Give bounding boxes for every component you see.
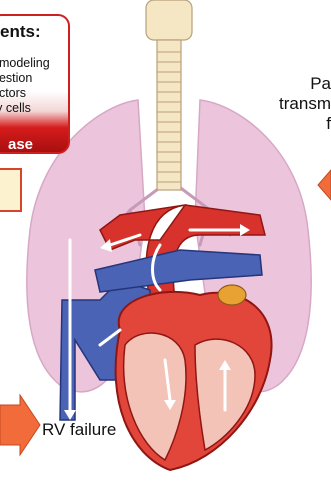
panel-badge: ase — [8, 136, 33, 153]
cause-list-panel: ents: emodeling gestion actors ry cells … — [0, 14, 70, 154]
right-annotation-line: transm — [251, 94, 331, 114]
trachea — [146, 0, 192, 190]
cause-item: emodeling — [0, 56, 50, 71]
right-orange-arrow — [318, 170, 331, 200]
right-annotation-line: f — [251, 114, 331, 134]
yellow-label-box — [0, 168, 22, 212]
cause-item: ry cells — [0, 101, 50, 116]
cause-list: emodeling gestion actors ry cells — [0, 56, 50, 116]
bottom-left-orange-arrow — [0, 395, 40, 455]
cause-item: actors — [0, 86, 50, 101]
right-annotation-line: Pa — [251, 74, 331, 94]
cause-item: gestion — [0, 71, 50, 86]
rv-failure-label: RV failure — [42, 420, 116, 440]
right-annotation: Pa transm f — [251, 74, 331, 134]
aorta-stub — [218, 285, 246, 305]
panel-title: ents: — [0, 22, 41, 42]
